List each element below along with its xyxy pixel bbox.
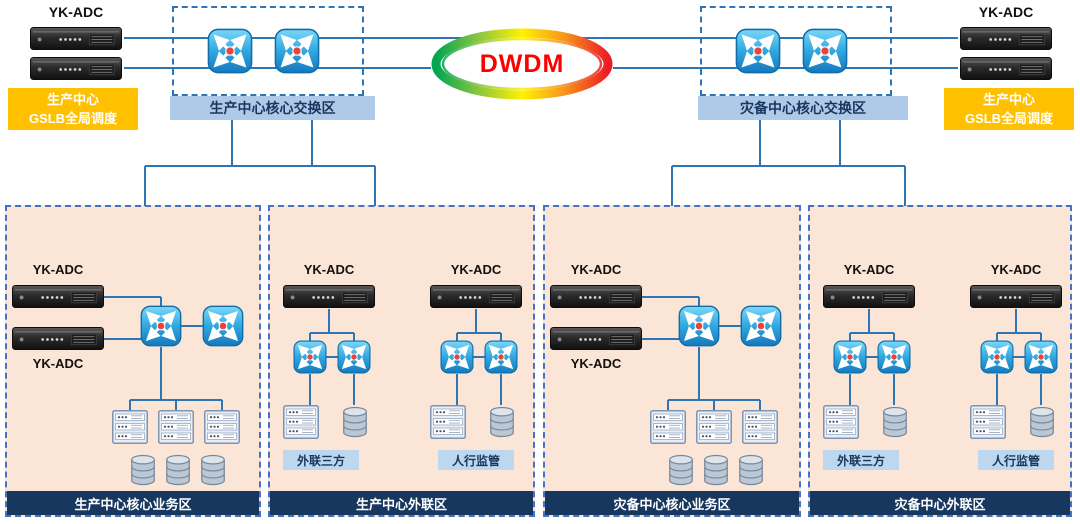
zone-label-dr-core-switch: 灾备中心核心交换区 — [698, 96, 908, 120]
adc-appliance-icon — [283, 285, 375, 308]
adc-appliance-icon — [550, 327, 642, 350]
database-cylinder-icon — [128, 452, 158, 488]
yk-adc-label: YK-ADC — [450, 262, 502, 277]
network-switch-icon — [140, 305, 182, 347]
database-cylinder-icon — [198, 452, 228, 488]
adc-appliance-icon — [958, 57, 1054, 80]
yk-adc-label: YK-ADC — [570, 262, 622, 277]
core-switch-box-left — [172, 6, 364, 96]
database-cylinder-icon — [163, 452, 193, 488]
adc-appliance-icon — [970, 285, 1062, 308]
network-switch-icon — [735, 28, 781, 74]
adc-appliance-icon — [12, 285, 104, 308]
network-switch-icon — [802, 28, 848, 74]
network-switch-icon — [337, 340, 371, 374]
adc-appliance-icon — [958, 27, 1054, 50]
network-switch-icon — [980, 340, 1014, 374]
gslb-right-line2: GSLB全局调度 — [964, 111, 1054, 126]
network-switch-icon — [1024, 340, 1058, 374]
panel-title-production-external: 生产中心外联区 — [270, 491, 533, 515]
panel-title-production-core-business: 生产中心核心业务区 — [7, 491, 259, 515]
network-switch-icon — [484, 340, 518, 374]
tag-pboc-supervision: 人行监管 — [978, 450, 1054, 470]
core-switch-box-right — [700, 6, 892, 96]
database-cylinder-icon — [701, 452, 731, 488]
zone-label-production-core-switch: 生产中心核心交换区 — [170, 96, 375, 120]
network-switch-icon — [678, 305, 720, 347]
database-cylinder-icon — [666, 452, 696, 488]
network-switch-icon — [877, 340, 911, 374]
storage-rack-icon — [158, 410, 194, 444]
panel-title-dr-core-business: 灾备中心核心业务区 — [545, 491, 799, 515]
adc-appliance-icon — [823, 285, 915, 308]
gslb-left-line2: GSLB全局调度 — [28, 111, 118, 126]
adc-appliance-icon — [28, 27, 124, 50]
dwdm-ring: DWDM — [427, 27, 617, 101]
database-cylinder-icon — [880, 404, 910, 440]
storage-rack-icon — [970, 405, 1006, 439]
network-switch-icon — [207, 28, 253, 74]
yk-adc-label: YK-ADC — [843, 262, 895, 277]
tag-pboc-supervision: 人行监管 — [438, 450, 514, 470]
database-cylinder-icon — [487, 404, 517, 440]
storage-rack-icon — [112, 410, 148, 444]
gslb-box-right: 生产中心 GSLB全局调度 — [944, 88, 1074, 130]
database-cylinder-icon — [1027, 404, 1057, 440]
network-switch-icon — [293, 340, 327, 374]
yk-adc-label: YK-ADC — [570, 356, 622, 371]
gslb-right-line1: 生产中心 — [982, 91, 1035, 107]
database-cylinder-icon — [340, 404, 370, 440]
yk-adc-label-top-right: YK-ADC — [978, 4, 1034, 20]
adc-appliance-icon — [28, 57, 124, 80]
dwdm-label: DWDM — [479, 49, 565, 78]
yk-adc-label: YK-ADC — [32, 356, 84, 371]
adc-appliance-icon — [550, 285, 642, 308]
database-cylinder-icon — [736, 452, 766, 488]
network-switch-icon — [440, 340, 474, 374]
adc-appliance-icon — [12, 327, 104, 350]
storage-rack-icon — [283, 405, 319, 439]
gslb-box-left: 生产中心 GSLB全局调度 — [8, 88, 138, 130]
storage-rack-icon — [204, 410, 240, 444]
storage-rack-icon — [430, 405, 466, 439]
yk-adc-label: YK-ADC — [990, 262, 1042, 277]
network-switch-icon — [740, 305, 782, 347]
adc-appliance-icon — [430, 285, 522, 308]
tag-external-third-party: 外联三方 — [823, 450, 899, 470]
network-switch-icon — [274, 28, 320, 74]
storage-rack-icon — [742, 410, 778, 444]
yk-adc-label-top-left: YK-ADC — [48, 4, 104, 20]
network-switch-icon — [202, 305, 244, 347]
network-switch-icon — [833, 340, 867, 374]
storage-rack-icon — [823, 405, 859, 439]
yk-adc-label: YK-ADC — [303, 262, 355, 277]
tag-external-third-party: 外联三方 — [283, 450, 359, 470]
storage-rack-icon — [696, 410, 732, 444]
gslb-left-line1: 生产中心 — [46, 91, 99, 107]
yk-adc-label: YK-ADC — [32, 262, 84, 277]
storage-rack-icon — [650, 410, 686, 444]
panel-title-dr-external: 灾备中心外联区 — [810, 491, 1070, 515]
